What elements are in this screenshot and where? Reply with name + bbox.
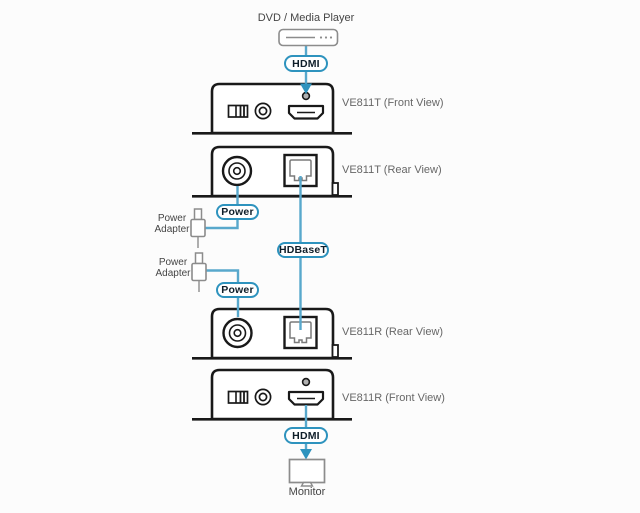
hdbaset-badge: HDBaseT <box>277 242 329 258</box>
power-adapter-top-label: Power Adapter <box>154 213 190 235</box>
hdmi-bottom-badge: HDMI <box>284 427 328 444</box>
source-label: DVD / Media Player <box>257 12 355 24</box>
monitor-icon <box>288 458 326 487</box>
lock-slot-icon <box>331 182 339 196</box>
media-player-icon <box>278 28 339 47</box>
led-icon <box>301 377 311 387</box>
power-adapter-bottom-label: Power Adapter <box>155 257 191 279</box>
power-adapter-icon <box>190 208 206 248</box>
ve811t-front-label: VE811T (Front View) <box>342 97 444 109</box>
ve811t-rear-device <box>192 145 352 198</box>
monitor-label: Monitor <box>288 486 326 498</box>
led-icon <box>301 91 311 101</box>
ve811r-rear-label: VE811R (Rear View) <box>342 326 444 338</box>
ve811r-front-label: VE811R (Front View) <box>342 392 445 404</box>
ve811t-rear-label: VE811T (Rear View) <box>342 164 442 176</box>
dip-switch-icon <box>227 390 249 404</box>
hdmi-top-badge: HDMI <box>284 55 328 72</box>
monitor-stand <box>300 481 314 487</box>
dip-switch-icon <box>227 104 249 118</box>
power-bottom-badge: Power <box>216 282 259 298</box>
dc-power-jack-icon <box>221 155 253 187</box>
ir-port-icon <box>254 388 272 406</box>
ve811t-front-device <box>192 82 352 135</box>
hdmi-port-icon <box>287 390 325 406</box>
ve811r-front-device <box>192 368 352 421</box>
rj45-port-icon <box>283 153 318 188</box>
power-top-badge: Power <box>216 204 259 220</box>
ir-port-icon <box>254 102 272 120</box>
ve811r-rear-device <box>192 307 352 360</box>
rj45-port-icon <box>283 315 318 350</box>
dc-power-jack-icon <box>222 317 253 349</box>
lock-slot-icon <box>331 344 339 358</box>
hdmi-port-icon <box>287 104 325 120</box>
